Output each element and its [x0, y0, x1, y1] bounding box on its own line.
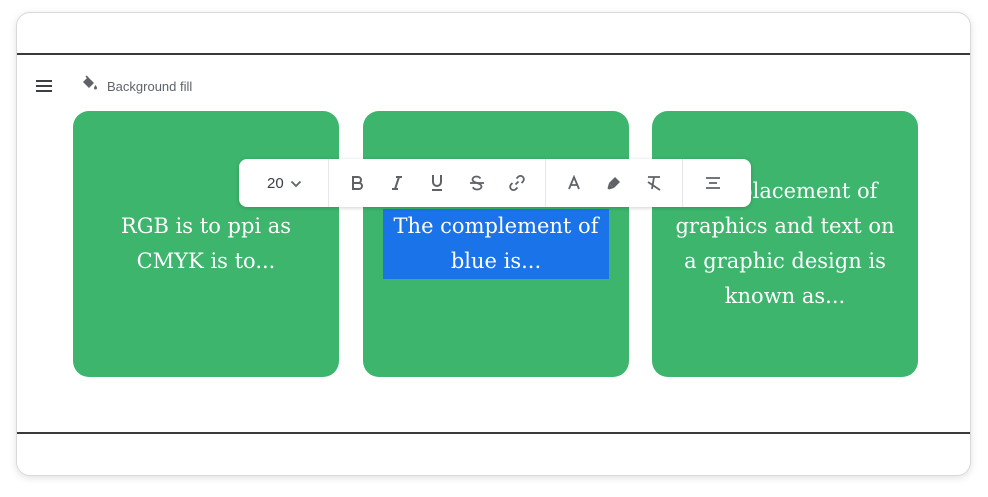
- text-color-button[interactable]: [554, 159, 594, 207]
- toolbar-divider: [681, 159, 683, 207]
- italic-button[interactable]: [377, 159, 417, 207]
- flashcard-1-text[interactable]: RGB is to ppi as CMYK is to...: [120, 214, 292, 273]
- flashcard-3-text[interactable]: The placement of graphics and text on a …: [675, 179, 895, 308]
- toolbar-divider: [327, 159, 329, 207]
- highlighter-icon: [606, 175, 622, 191]
- toolbar-divider: [544, 159, 546, 207]
- font-size-value: 20: [267, 174, 284, 192]
- clear-formatting-icon: [646, 175, 662, 191]
- paint-bucket-icon: [81, 75, 99, 98]
- link-button[interactable]: [497, 159, 537, 207]
- flashcard-2-text-selected[interactable]: The complement of blue is...: [383, 209, 609, 279]
- font-size-dropdown[interactable]: 20: [239, 175, 328, 192]
- flashcard-3[interactable]: The placement of graphics and text on a …: [652, 111, 918, 377]
- strikethrough-icon: [469, 175, 485, 191]
- align-button[interactable]: [693, 159, 733, 207]
- background-fill-button[interactable]: Background fill: [81, 75, 192, 98]
- clear-formatting-button[interactable]: [634, 159, 674, 207]
- underline-icon: [430, 174, 444, 192]
- strikethrough-button[interactable]: [457, 159, 497, 207]
- editor-frame: Background fill RGB is to ppi as CMYK is…: [16, 12, 971, 476]
- underline-button[interactable]: [417, 159, 457, 207]
- chevron-down-icon: [290, 175, 302, 192]
- highlight-button[interactable]: [594, 159, 634, 207]
- align-center-icon: [704, 176, 722, 190]
- flashcard-1[interactable]: RGB is to ppi as CMYK is to...: [73, 111, 339, 377]
- link-icon: [508, 174, 526, 192]
- bold-button[interactable]: [337, 159, 377, 207]
- text-color-icon: [567, 175, 581, 191]
- bottom-divider: [17, 432, 970, 434]
- background-fill-label: Background fill: [107, 79, 193, 94]
- top-divider: [17, 53, 970, 55]
- bold-icon: [350, 175, 364, 191]
- format-toolbar: 20: [239, 159, 751, 207]
- hamburger-menu-icon[interactable]: [35, 79, 53, 93]
- italic-icon: [390, 175, 404, 191]
- flashcard-2[interactable]: The complement of blue is...: [363, 111, 629, 377]
